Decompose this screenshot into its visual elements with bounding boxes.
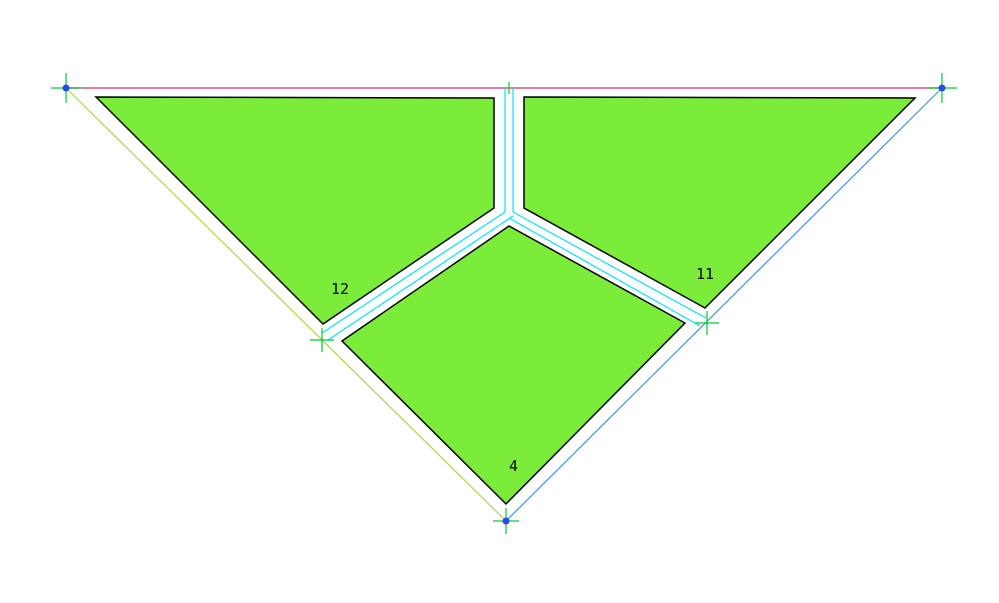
vertex-dot-bottom <box>502 517 510 525</box>
region-11[interactable] <box>523 96 917 309</box>
vertex-marker-right-mid[interactable] <box>695 311 719 335</box>
left-edge <box>65 87 507 522</box>
region-label-4: 4 <box>509 457 518 475</box>
vertex-dot-top-right <box>938 84 946 92</box>
region-label-12: 12 <box>331 280 349 298</box>
region-4[interactable] <box>340 225 687 506</box>
inner-divider-lines <box>321 88 707 341</box>
vertex-marker-left-mid[interactable] <box>310 328 334 352</box>
vertex-dot-top-left <box>62 84 70 92</box>
right-edge <box>505 87 943 522</box>
region-12[interactable] <box>94 96 495 325</box>
region-label-11: 11 <box>696 265 714 283</box>
